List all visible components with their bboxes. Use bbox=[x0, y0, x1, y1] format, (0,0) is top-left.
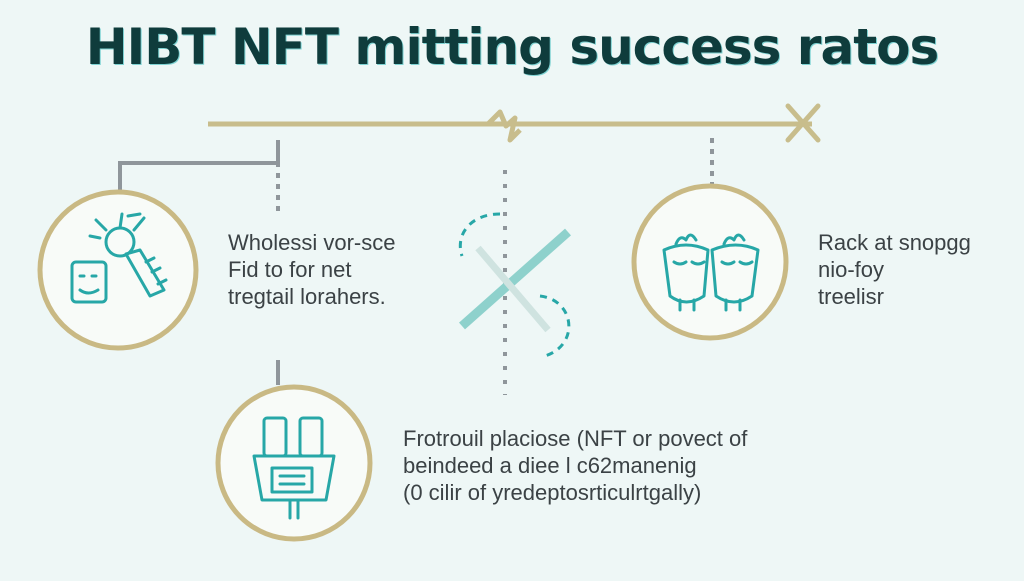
node-2-circle bbox=[631, 183, 789, 341]
node-1-circle bbox=[37, 189, 199, 351]
timeline-end-cross-icon bbox=[785, 103, 821, 143]
cups-icon bbox=[662, 233, 760, 312]
node-1-caption-line: tregtail lorahers. bbox=[228, 284, 386, 309]
node-3-circle bbox=[215, 384, 373, 542]
page-title: HIBT NFT mitting success ratos bbox=[85, 18, 939, 76]
node-3-caption-line: beindeed a diee l c62manenig bbox=[403, 453, 697, 478]
node-3-caption: Frotrouil placiose (NFT or povect of bei… bbox=[403, 425, 747, 506]
node-2-caption-line: nio-foy bbox=[818, 257, 885, 282]
documents-icon bbox=[252, 416, 336, 520]
connector-lines bbox=[118, 138, 714, 395]
node-3-caption-line: Frotrouil placiose (NFT or povect of bbox=[403, 426, 748, 451]
node-1-caption-line: Fid to for net bbox=[228, 257, 352, 282]
node-2-caption-line: Rack at snopgg bbox=[818, 230, 971, 255]
node-2-caption: Rack at snopgg nio-foy treelisr bbox=[818, 229, 971, 310]
node-2-caption-line: treelisr bbox=[818, 284, 885, 309]
node-1-caption: Wholessi vor-sce Fid to for net tregtail… bbox=[228, 229, 395, 310]
center-exchange-icon bbox=[458, 212, 571, 358]
lightning-break-icon bbox=[486, 109, 522, 143]
tools-icon bbox=[70, 212, 168, 304]
node-3-caption-line: (0 cilir of yredeptosrticulrtgally) bbox=[403, 480, 702, 505]
node-1-caption-line: Wholessi vor-sce bbox=[228, 230, 396, 255]
